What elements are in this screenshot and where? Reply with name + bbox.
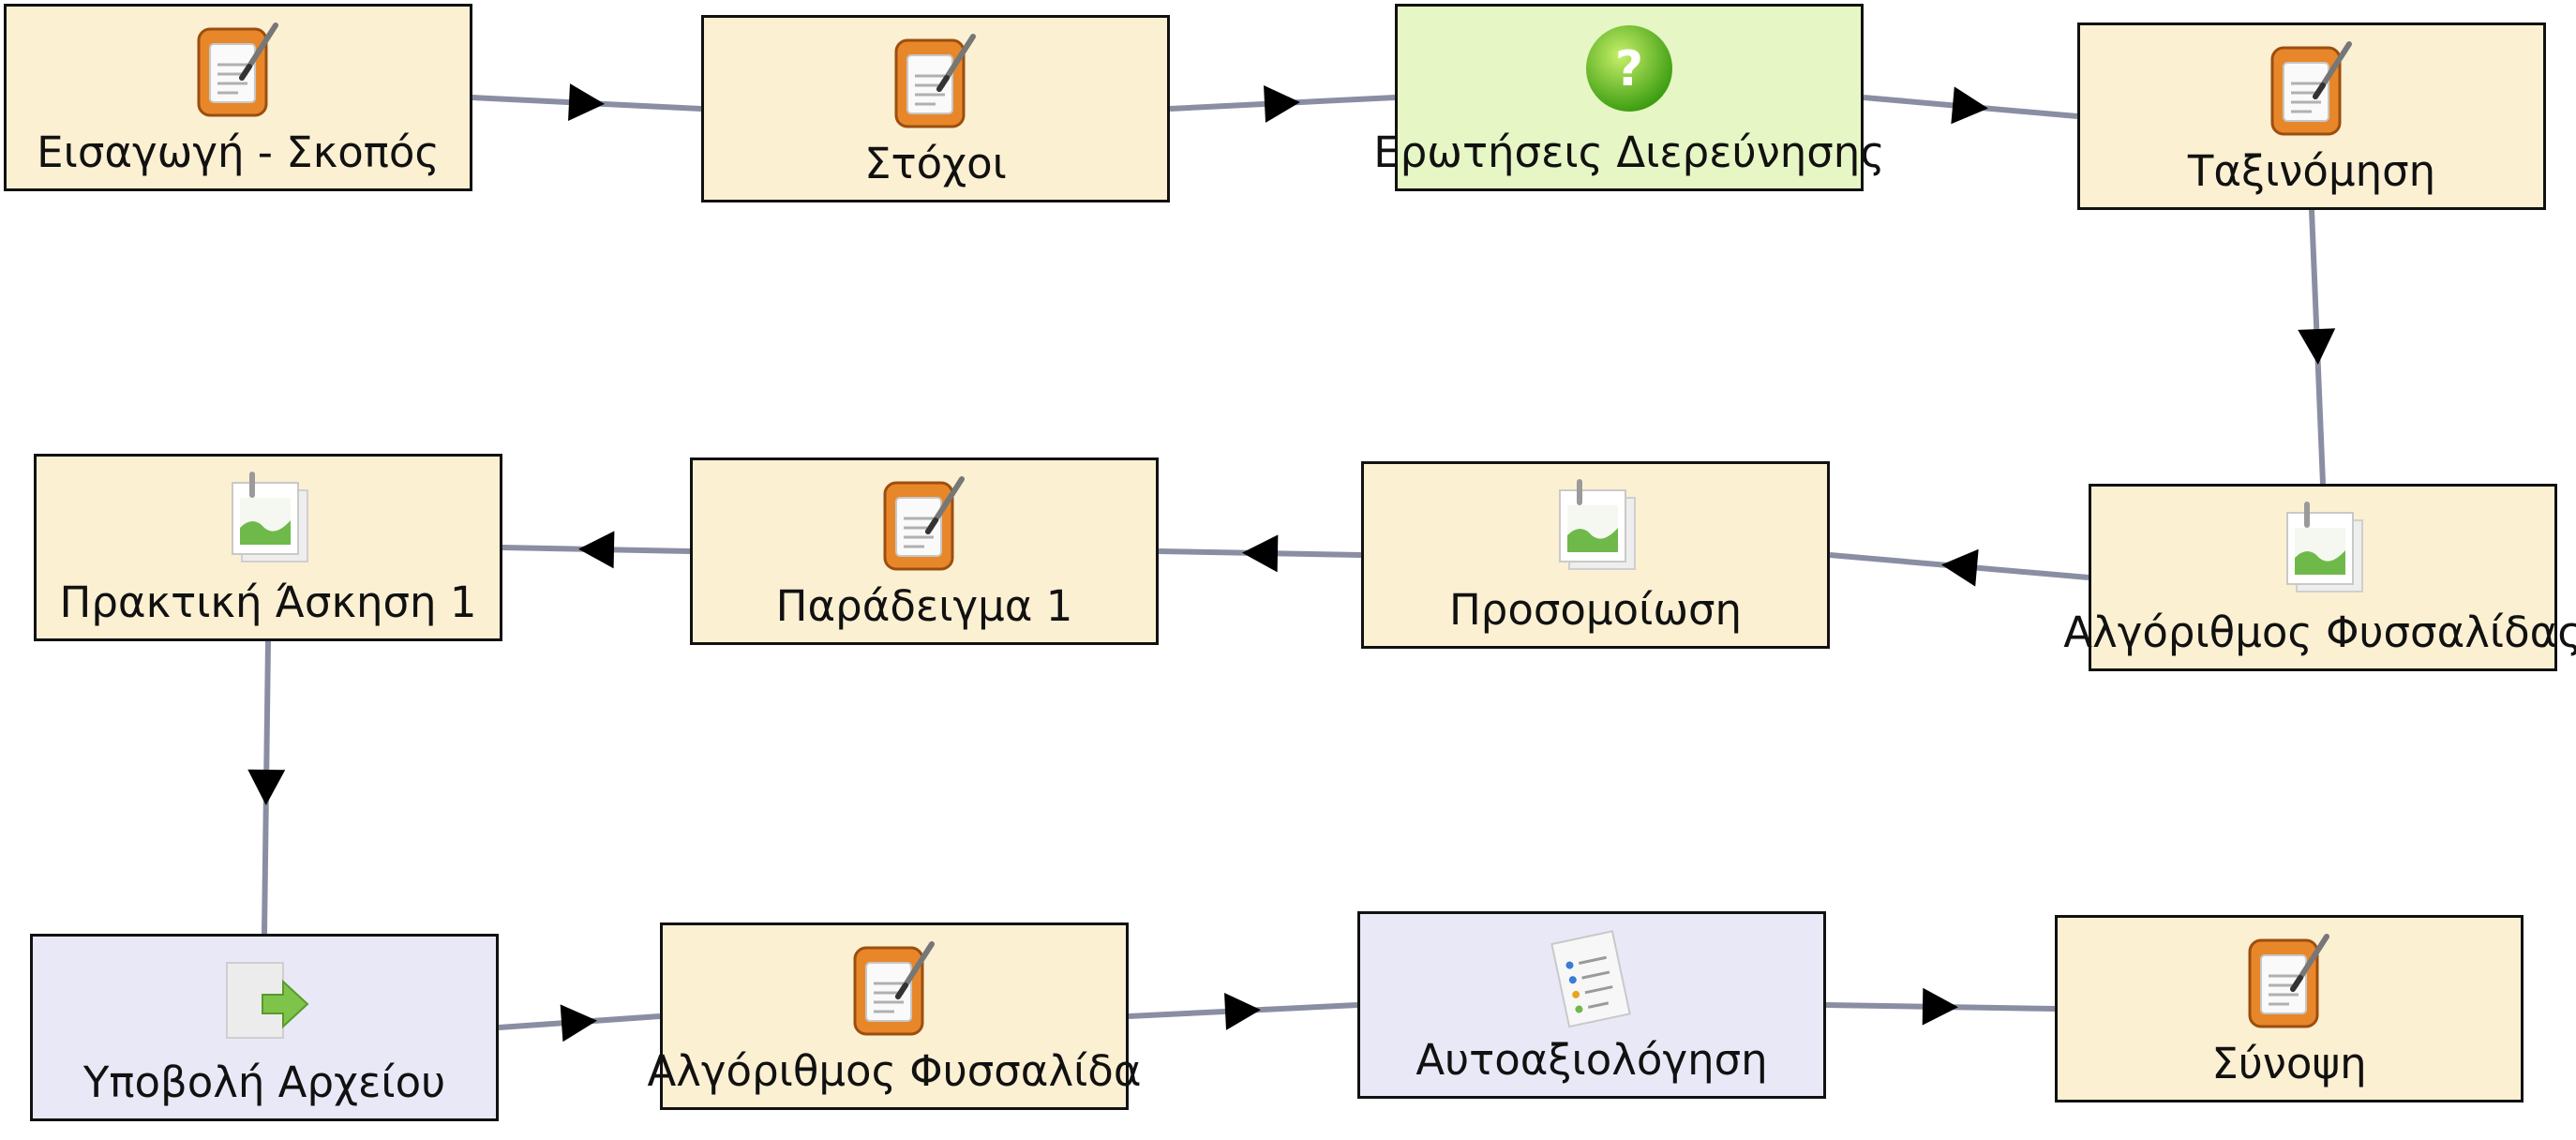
edge-arrow [502,531,691,569]
notepad-icon [877,473,971,577]
checklist-icon [1545,927,1639,1030]
node-label: Στόχοι [864,139,1007,188]
node-3[interactable]: ? Ερωτήσεις Διερεύνησης [1373,4,1885,191]
node-label: Αλγόριθμος Φυσσαλίδα [647,1046,1142,1096]
node-5[interactable]: Αλγόριθμος Φυσσαλίδας [2063,484,2576,671]
edge-arrow [1158,534,1362,573]
node-label: Πρακτική Άσκηση 1 [59,578,477,627]
node-1[interactable]: Εισαγωγή - Σκοπός [4,4,472,191]
notepad-icon [2242,931,2336,1034]
node-label: Ερωτήσεις Διερεύνησης [1373,128,1885,177]
node-2[interactable]: Στόχοι [701,15,1170,202]
image-icon [1549,477,1642,580]
notepad-icon [191,20,285,123]
node-12[interactable]: Σύνοψη [2055,915,2524,1102]
node-label: Παράδειγμα 1 [775,581,1073,631]
node-6[interactable]: Προσομοίωση [1361,461,1830,649]
edge-arrow [1825,987,2056,1026]
edge-arrow [1128,992,1358,1030]
edge-arrow [1863,86,2078,125]
node-label: Προσομοίωση [1448,585,1743,635]
node-10[interactable]: Αλγόριθμος Φυσσαλίδα [648,922,1142,1110]
node-label: Αυτοαξιολόγηση [1415,1035,1768,1085]
image-icon [2276,500,2370,603]
question-icon: ? [1582,20,1676,123]
image-icon [221,470,315,573]
notepad-icon [847,938,941,1042]
svg-text:?: ? [1615,41,1643,98]
node-label: Σύνοψη [2211,1039,2367,1088]
edge-arrow [472,83,702,122]
node-7[interactable]: Παράδειγμα 1 [690,458,1159,645]
notepad-icon [889,31,982,134]
edge-arrow [1169,84,1396,123]
node-label: Ταξινόμηση [2187,146,2436,196]
node-11[interactable]: Αυτοαξιολόγηση [1357,911,1826,1099]
edge-arrow [498,1004,661,1042]
node-label: Αλγόριθμος Φυσσαλίδας [2063,608,2576,657]
node-label: Υποβολή Αρχείου [82,1058,446,1107]
edge-arrow [247,640,286,935]
node-8[interactable]: Πρακτική Άσκηση 1 [34,454,502,641]
node-label: Εισαγωγή - Σκοπός [37,128,440,177]
notepad-icon [2265,38,2359,142]
node-4[interactable]: Ταξινόμηση [2077,22,2546,210]
submit-file-icon [217,950,311,1053]
edge-arrow [1829,548,2089,587]
node-9[interactable]: Υποβολή Αρχείου [30,934,499,1121]
edge-arrow [2298,209,2336,485]
